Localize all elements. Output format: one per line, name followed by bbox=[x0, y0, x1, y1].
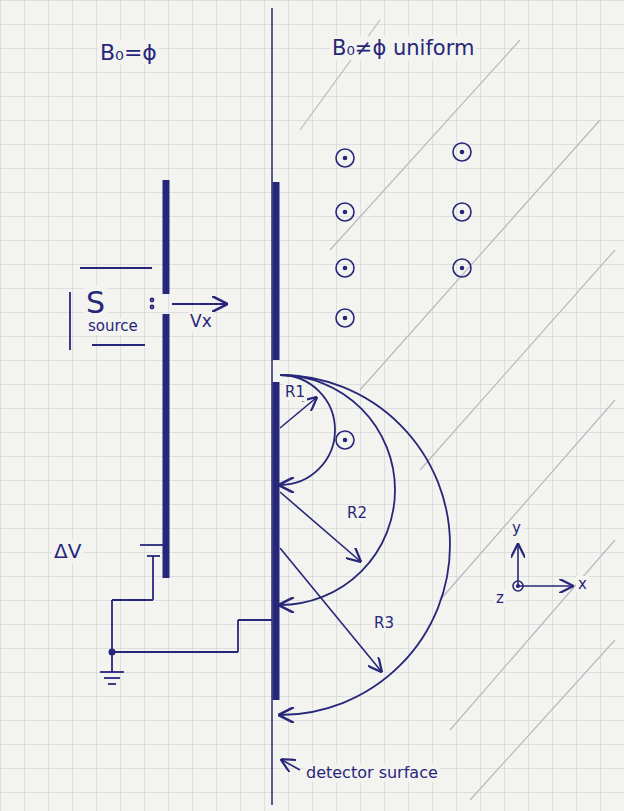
axis-label: y bbox=[510, 520, 523, 537]
field-label: B₀=ϕ bbox=[98, 40, 159, 65]
voltage-label: ΔV bbox=[52, 540, 83, 563]
radius-arrows bbox=[280, 398, 381, 671]
axes bbox=[513, 545, 572, 591]
radius-label: R3 bbox=[372, 615, 396, 632]
source-bracket bbox=[70, 268, 154, 350]
detector-pointer bbox=[282, 760, 300, 770]
field-label: B₀≠ϕ uniform bbox=[330, 36, 476, 60]
radius-label: R2 bbox=[345, 505, 369, 522]
axis-label: x bbox=[576, 576, 589, 593]
radius-label: R1 bbox=[283, 384, 307, 401]
field-hatching bbox=[300, 20, 615, 800]
velocity-arrow bbox=[172, 303, 226, 305]
detector-label: detector surface bbox=[304, 764, 440, 782]
circuit-wires bbox=[100, 545, 272, 684]
ground-node bbox=[109, 649, 116, 656]
trajectories bbox=[280, 375, 450, 715]
axis-label: z bbox=[494, 590, 506, 607]
source-symbol: S bbox=[84, 286, 107, 321]
right-plate bbox=[273, 182, 280, 700]
left-plate bbox=[163, 180, 170, 578]
source-label: source bbox=[86, 318, 140, 335]
velocity-label: Vx bbox=[188, 312, 214, 332]
